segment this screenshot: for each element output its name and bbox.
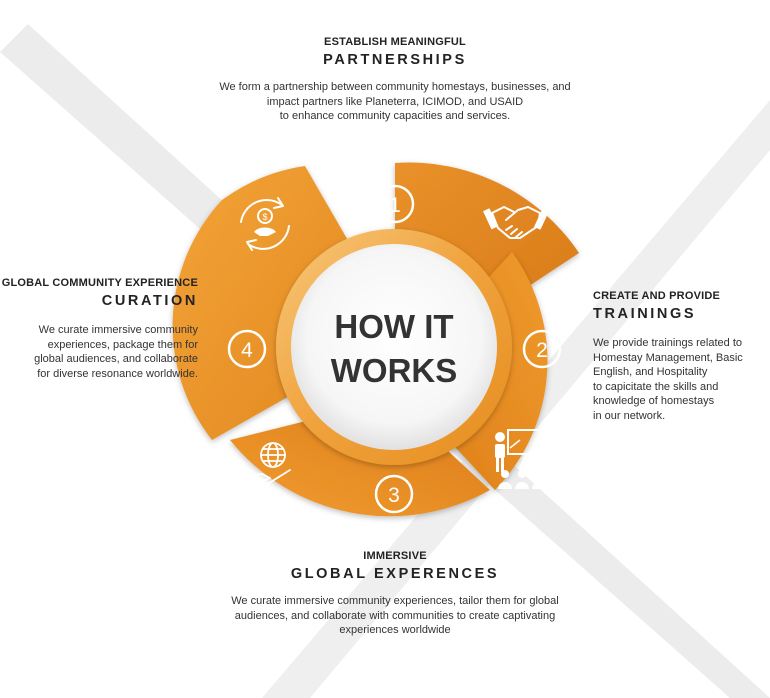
step-number-3: 3 (388, 484, 400, 507)
money-cycle-icon: $ (240, 197, 290, 251)
step-4-description: We curate immersive community experience… (2, 323, 198, 381)
step-badge-4: 4 (227, 329, 267, 369)
center-disc (291, 244, 497, 450)
step-1-description-line: to enhance community capacities and serv… (279, 110, 511, 122)
step-2-description-line: Homestay Management, Basic (593, 351, 743, 364)
step-1-description-line: We form a partnership between community … (219, 81, 571, 93)
step-3-description-line: audiences, and collaborate with communit… (234, 609, 556, 622)
step-number-2: 2 (536, 339, 548, 362)
step-4-description-line: for diverse resonance worldwide. (37, 367, 198, 380)
step-2-description-line: in our network. (593, 409, 666, 422)
step-1-text-block: ESTABLISH MEANINGFUL PARTNERSHIPS We for… (150, 36, 640, 124)
svg-text:$: $ (262, 212, 267, 222)
step-2-description-line: English, and Hospitality (593, 366, 708, 378)
handshake-icon (483, 206, 549, 239)
step-4-description-line: global audiences, and collaborate (34, 353, 198, 365)
step-2-description-line: We provide trainings related to (593, 337, 742, 349)
step-3-description-line: experiences worldwide (339, 624, 451, 636)
step-1-small-title: ESTABLISH MEANINGFUL (324, 36, 466, 48)
step-2-big-title: TRAININGS (593, 306, 697, 322)
step-3-text-block: IMMERSIVE GLOBAL EXPERENCES We curate im… (150, 550, 640, 638)
step-2-description-line: to capicitate the skills and (593, 380, 719, 393)
step-1-description-line: impact partners like Planeterra, ICIMOD,… (266, 95, 524, 108)
center-title-line-1: HOW IT (334, 308, 453, 345)
step-number-1: 1 (389, 194, 401, 217)
step-1-big-title: PARTNERSHIPS (323, 52, 467, 68)
step-4-big-title: CURATION (101, 293, 198, 309)
step-3-big-title: GLOBAL EXPERENCES (290, 566, 500, 582)
step-badge-1: 1 (375, 184, 415, 224)
petal-4-curation (172, 166, 372, 440)
step-2-description: We provide trainings related to Homestay… (593, 336, 743, 423)
step-number-4: 4 (241, 339, 253, 362)
step-4-small-title: GLOBAL COMMUNITY EXPERIENCE (1, 277, 198, 289)
step-1-description: We form a partnership between community … (150, 80, 640, 124)
step-2-small-title: CREATE AND PROVIDE (593, 290, 721, 302)
center-title-line-2: WORKS (331, 352, 458, 389)
step-4-description-line: We curate immersive community (38, 324, 198, 336)
step-badge-3: 3 (374, 474, 414, 514)
presentation-icon (495, 429, 546, 489)
step-3-small-title: IMMERSIVE (363, 550, 427, 562)
step-4-description-line: experiences, package them for (47, 338, 198, 351)
step-badge-2: 2 (522, 329, 562, 369)
step-4-text-block: GLOBAL COMMUNITY EXPERIENCE CURATION We … (2, 277, 198, 381)
step-2-text-block: CREATE AND PROVIDE TRAININGS We provide … (593, 290, 743, 423)
globe-in-hand-icon (234, 442, 291, 486)
step-3-description: We curate immersive community experience… (150, 594, 640, 638)
step-2-description-line: knowledge of homestays (593, 395, 715, 407)
step-3-description-line: We curate immersive community experience… (231, 595, 559, 607)
